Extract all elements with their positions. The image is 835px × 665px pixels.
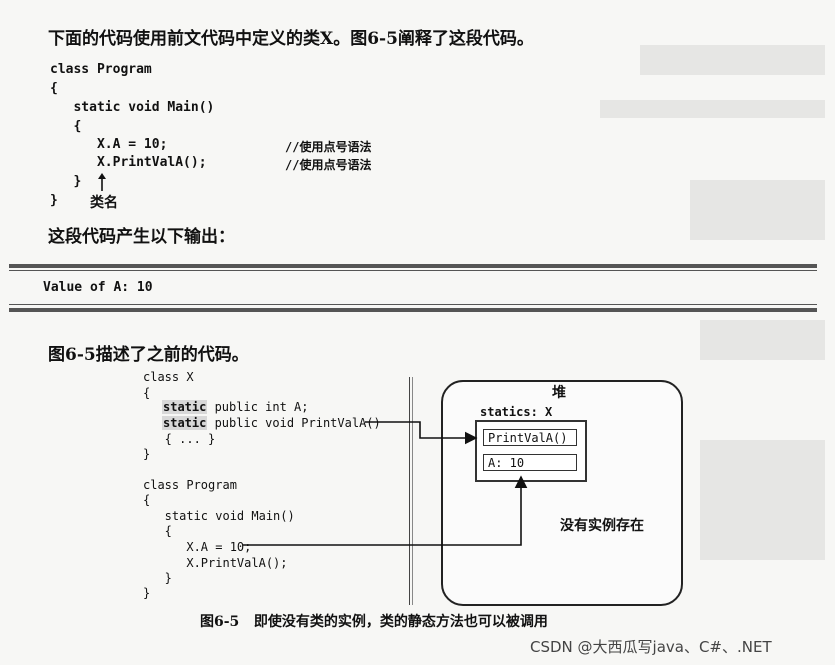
code-line: static public int A; [162,400,309,414]
divider-line [412,377,413,605]
bleed-through [700,440,825,560]
code-line: { [143,386,151,400]
code-line: } [143,586,151,600]
code-line: { ... } [143,432,216,446]
static-keyword: static [162,416,208,430]
code-text: public void PrintValA() [207,416,381,430]
bleed-through [640,45,825,75]
bleed-through [700,320,825,360]
heap-box [441,380,683,606]
statics-label: statics: X [480,405,553,419]
code-line: class X [143,370,194,384]
code-line: X.PrintValA(); [50,155,207,170]
code-line: } [50,193,58,208]
intro-paragraph: 下面的代码使用前文代码中定义的类X。图6-5阐释了这段代码。 [48,29,534,49]
method-arrow [365,421,478,445]
output-intro: 这段代码产生以下输出： [48,227,235,247]
code-line: class Program [50,62,152,77]
bleed-through [690,180,825,240]
up-arrow-icon [98,173,106,191]
watermark: CSDN @大西瓜写java、C#、.NET [530,638,772,656]
method-slot: PrintValA() [483,429,577,446]
code-line: X.PrintValA(); [143,556,288,570]
code-line: class Program [143,478,237,492]
code-line: { [143,524,172,538]
output-top-rule-thin [9,270,817,271]
output-bottom-rule-thin [9,304,817,305]
code-line: } [50,174,82,189]
bleed-through [600,100,825,118]
code-line: X.A = 10; [143,540,252,554]
output-text: Value of A: 10 [43,280,153,295]
figure-intro: 图6-5描述了之前的代码。 [48,345,249,365]
no-instance-label: 没有实例存在 [560,518,644,534]
code-line: { [50,119,82,134]
field-arrow [243,475,528,546]
code-line: { [50,81,58,96]
output-bottom-rule [9,308,817,312]
output-top-rule [9,264,817,268]
code-line: { [143,493,151,507]
class-name-label: 类名 [90,195,118,211]
static-keyword: static [162,400,208,414]
figure-caption: 图6-5 即使没有类的实例，类的静态方法也可以被调用 [200,614,548,630]
code-comment: //使用点号语法 [285,158,372,172]
code-line: } [143,571,172,585]
heap-label: 堆 [552,385,566,401]
field-slot: A: 10 [483,454,577,471]
divider-line [409,377,410,605]
code-line: static void Main() [50,100,215,115]
code-comment: //使用点号语法 [285,140,372,154]
code-line: static void Main() [143,509,295,523]
code-line: } [143,447,151,461]
code-line: static public void PrintValA() [162,416,381,430]
code-text: public int A; [207,400,309,414]
code-line: X.A = 10; [50,137,168,152]
